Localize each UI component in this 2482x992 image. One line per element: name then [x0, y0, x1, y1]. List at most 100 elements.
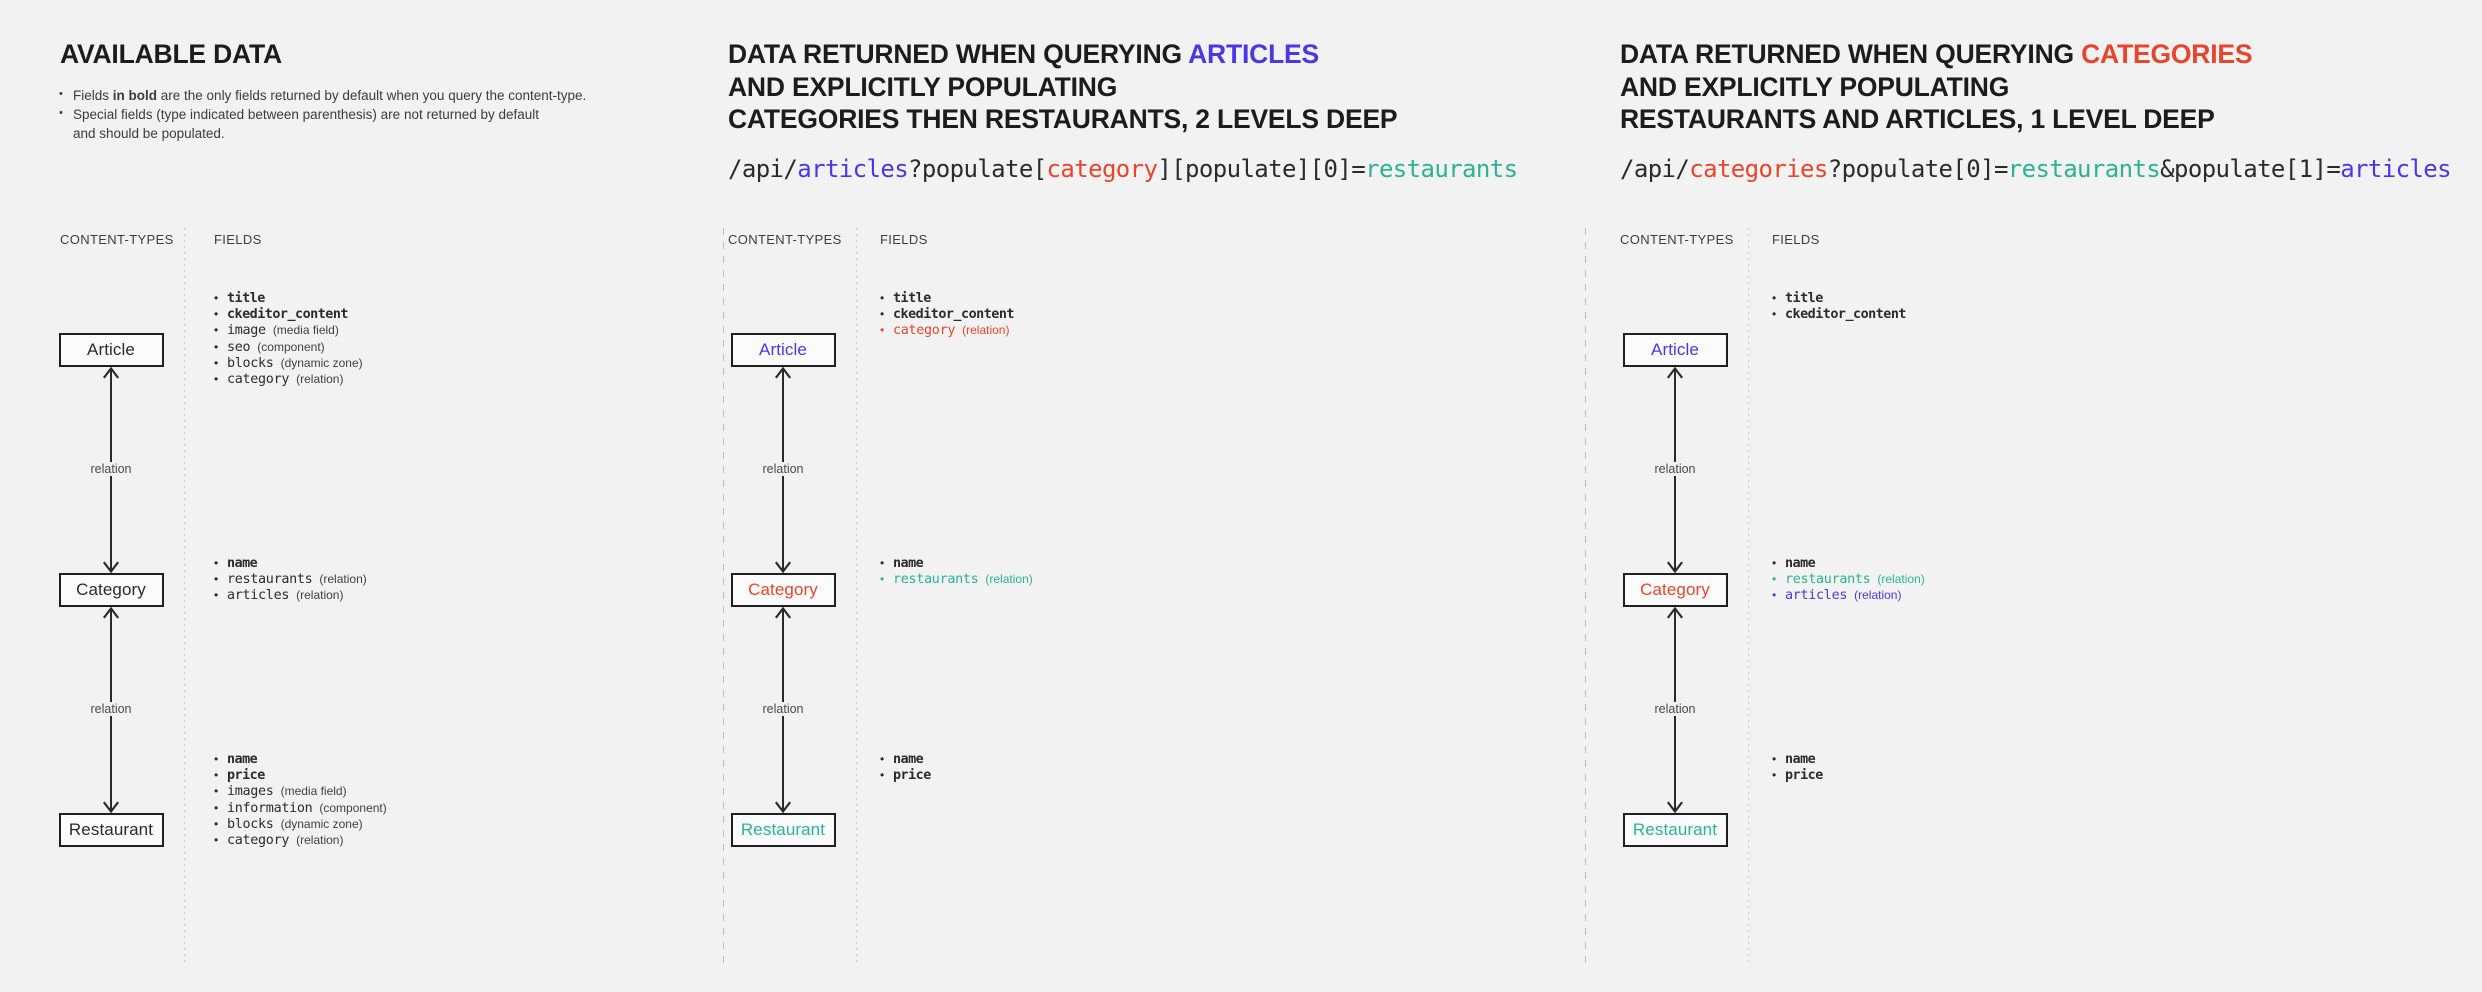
field-row: •restaurants(relation) — [880, 572, 1033, 588]
field-row: •image(media field) — [214, 323, 363, 339]
field-group-category: •name•restaurants(relation) — [880, 556, 1033, 588]
entity-label: Category — [1640, 580, 1710, 599]
fields-divider — [856, 228, 857, 963]
field-group-article: •title•ckeditor_content•category(relatio… — [880, 291, 1015, 340]
field-group-restaurant: •name•price — [880, 752, 931, 784]
field-group-restaurant: •name•price — [1772, 752, 1823, 784]
content-types-label: CONTENT-TYPES — [60, 232, 174, 247]
field-type: (relation) — [985, 572, 1033, 587]
field-row: •name — [1772, 752, 1823, 768]
field-row: •category(relation) — [214, 833, 387, 849]
bullet-icon: • — [214, 784, 219, 799]
bullet-icon: • — [214, 572, 219, 587]
bullet-icon: • — [214, 752, 219, 766]
field-row: •title — [214, 291, 363, 307]
field-row: • category (relation) — [880, 323, 1014, 339]
notes-list: Fields in bold are the only fields retur… — [57, 85, 617, 143]
api-url-query-categories[interactable]: /api/categories?populate[0]=restaurants&… — [1620, 155, 2452, 183]
field-type: (relation) — [1854, 588, 1902, 603]
column-heading-available-data: AVAILABLE DATA — [60, 38, 282, 71]
relation-label: relation — [1650, 702, 1700, 716]
field-type: (media field) — [280, 784, 347, 799]
bullet-icon: • — [880, 291, 885, 305]
field-row: •articles(relation) — [1772, 588, 1925, 604]
entity-box-category[interactable]: Category — [1622, 573, 1728, 607]
field-name: seo — [227, 339, 251, 355]
field-name: articles — [227, 588, 290, 604]
relation-label: relation — [758, 702, 808, 716]
api-url-segment: /api/ — [1620, 155, 1690, 183]
entity-box-article[interactable]: Article — [58, 333, 164, 367]
fields-label: FIELDS — [1772, 232, 1820, 247]
field-name: category — [893, 323, 956, 339]
api-url-segment: ?populate[ — [908, 155, 1047, 183]
api-url-segment: restaurants — [2007, 155, 2161, 183]
heading-line: AND EXPLICITLY POPULATING — [728, 71, 1118, 102]
heading-line: CATEGORIES THEN RESTAURANTS, 2 LEVELS DE… — [728, 104, 1398, 134]
field-name: title — [1785, 291, 1823, 306]
entity-box-restaurant[interactable]: Restaurant — [1622, 813, 1728, 847]
entity-box-category[interactable]: Category — [730, 573, 836, 607]
relation-label: relation — [86, 462, 136, 476]
field-row: •information(component) — [214, 801, 387, 817]
column-divider-2 — [1585, 228, 1586, 963]
bullet-icon: • — [214, 768, 219, 783]
field-name: ckeditor_content — [1785, 307, 1907, 323]
entity-box-category[interactable]: Category — [58, 573, 164, 607]
heading-line: RESTAURANTS AND ARTICLES, 1 LEVEL DEEP — [1620, 104, 2215, 134]
heading-line: DATA RETURNED WHEN QUERYING ARTICLES — [728, 39, 1320, 69]
bullet-icon: • — [214, 323, 219, 338]
entity-label: Restaurant — [68, 820, 154, 839]
entity-label: Article — [87, 340, 135, 359]
entity-box-restaurant[interactable]: Restaurant — [730, 813, 836, 847]
fields-label: FIELDS — [880, 232, 928, 247]
fields-label: FIELDS — [214, 232, 262, 247]
field-row: •ckeditor_content — [214, 307, 363, 323]
field-type: (relation) — [319, 572, 367, 587]
field-type: (relation) — [296, 371, 344, 386]
entity-label: Article — [759, 340, 807, 359]
entity-box-article[interactable]: Article — [1622, 333, 1728, 367]
bullet-icon: • — [1772, 291, 1777, 305]
field-name: articles — [1785, 588, 1848, 604]
field-name: restaurants — [1785, 572, 1871, 588]
bullet-icon: • — [214, 371, 219, 386]
bullet-icon: • — [880, 556, 885, 570]
bullet-icon: • — [880, 323, 885, 338]
field-name: category — [227, 832, 290, 848]
field-row: •images(media field) — [214, 784, 387, 800]
field-row: •ckeditor_content — [1772, 307, 1907, 323]
field-name: name — [1785, 752, 1816, 767]
field-type: (media field) — [272, 323, 339, 338]
field-group-category: •name•restaurants(relation)•articles(rel… — [214, 556, 367, 605]
entity-box-restaurant[interactable]: Restaurant — [58, 813, 164, 847]
entity-label: Category — [76, 580, 146, 599]
field-type: (dynamic zone) — [280, 816, 363, 831]
entity-label: Restaurant — [1632, 820, 1718, 839]
bullet-icon: • — [214, 339, 219, 354]
entity-box-article[interactable]: Article — [730, 333, 836, 367]
field-name: restaurants — [227, 572, 313, 588]
field-row: •name — [1772, 556, 1925, 572]
field-row: •name — [880, 752, 931, 768]
api-url-segment: &populate[1]= — [2160, 155, 2341, 183]
field-name: name — [893, 556, 924, 571]
heading-highlight: ARTICLES — [1188, 39, 1320, 69]
api-url-segment: restaurants — [1365, 155, 1518, 183]
field-type: (relation) — [962, 323, 1010, 338]
api-url-query-articles[interactable]: /api/articles?populate[category][populat… — [728, 155, 1518, 183]
field-row: •blocks(dynamic zone) — [214, 817, 387, 833]
bullet-icon: • — [214, 588, 219, 603]
bullet-icon: • — [1772, 556, 1777, 570]
field-name: restaurants — [893, 572, 979, 588]
field-name: name — [893, 752, 924, 767]
api-url-segment: categories — [1689, 155, 1828, 183]
heading-line: DATA RETURNED WHEN QUERYING CATEGORIES — [1620, 39, 2253, 69]
field-name: category — [227, 371, 290, 387]
field-row: •ckeditor_content — [880, 307, 1015, 323]
field-name: blocks — [227, 816, 274, 832]
bullet-icon: • — [1772, 572, 1777, 587]
api-url-segment: articles — [2340, 155, 2451, 183]
relation-label: relation — [758, 462, 808, 476]
